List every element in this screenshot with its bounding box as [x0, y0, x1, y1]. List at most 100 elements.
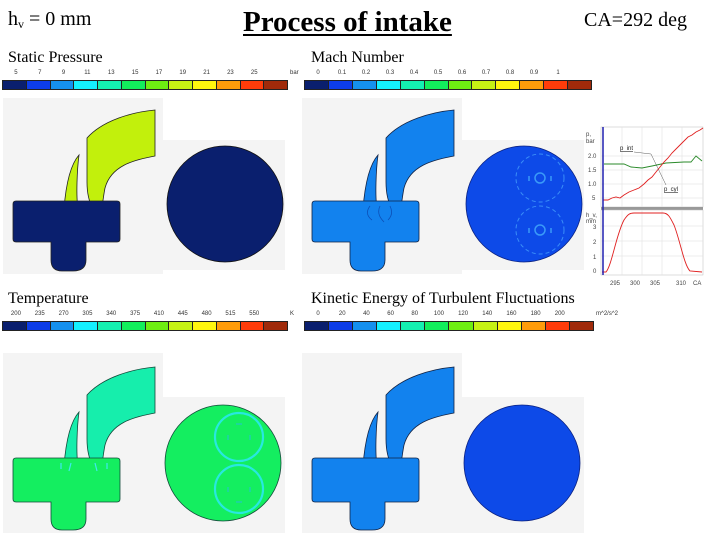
lift-axis-label: h_v,	[586, 213, 597, 219]
colorbar-tick-label: 13	[107, 70, 115, 76]
colorbar-swatch	[425, 322, 450, 330]
colorbar-tick-label: 21	[203, 70, 210, 76]
ca-tick: CA	[693, 281, 701, 287]
colorbar-tick-label: 25	[250, 70, 258, 76]
pressure-axis-unit: bar	[586, 139, 595, 145]
cylinder-view-static-pressure	[163, 140, 285, 270]
colorbar-tick-label: 515	[225, 311, 236, 317]
p-cyl-line	[603, 127, 704, 201]
colorbar-swatch	[352, 81, 377, 89]
colorbar-tick-label: 0.2	[361, 70, 371, 76]
ca-tick: 305	[650, 281, 661, 287]
colorbar-swatch	[145, 322, 170, 330]
colorbar-swatch	[216, 322, 241, 330]
colorbar-tick-label: 15	[131, 70, 139, 76]
colorbar-swatch	[98, 81, 122, 89]
ca-tick: 295	[610, 281, 621, 287]
colorbar-tick-label: 410	[153, 311, 164, 317]
pressure-tick: 2.0	[588, 154, 597, 160]
colorbar-swatch	[3, 81, 27, 89]
cylinder-section-mach-number	[465, 145, 583, 263]
colorbar-swatch	[145, 81, 170, 89]
cylinder-section-static-pressure	[166, 145, 284, 263]
colorbar-swatch	[240, 81, 265, 89]
lift-tick: 0	[593, 269, 597, 275]
section-view-turbulent-ke	[302, 353, 462, 533]
panel-label-static-pressure: Static Pressure	[8, 49, 103, 66]
colorbar-tick-label: 375	[130, 311, 141, 317]
colorbar-tick-label: 550	[249, 311, 260, 317]
crank-angle-label: CA=292 deg	[584, 9, 687, 31]
colorbar-tick-label: 0.1	[337, 70, 347, 76]
colorbar-tick-label: 120	[458, 311, 469, 317]
ca-tick: 310	[676, 281, 687, 287]
colorbar-swatch	[353, 322, 378, 330]
colorbar-tick-label: 0.8	[505, 70, 515, 76]
colorbar-tick-label: 305	[82, 311, 93, 317]
colorbar-tick-label: 0.5	[433, 70, 443, 76]
cylinder-section-turbulent-ke	[463, 404, 581, 522]
colorbar-gradient	[2, 80, 288, 90]
colorbar-swatch	[50, 322, 75, 330]
panel-label-mach-number: Mach Number	[311, 49, 404, 66]
colorbar-swatch	[473, 322, 498, 330]
colorbar-swatch	[3, 322, 27, 330]
colorbar-swatch	[121, 322, 146, 330]
colorbar-tick-label: 23	[227, 70, 234, 76]
colorbar-tick-label: 5	[14, 70, 18, 76]
colorbar-tick-label: 40	[363, 311, 370, 317]
valve-lift-label: hv = 0 mm	[8, 8, 91, 32]
colorbar-tick-label: 445	[177, 311, 188, 317]
colorbar-tick-label: 20	[338, 311, 346, 317]
colorbar-swatch	[26, 322, 51, 330]
panel-label-turbulent-ke: Kinetic Energy of Turbulent Fluctuations	[311, 290, 575, 307]
colorbar-swatch	[329, 322, 354, 330]
valve-lift-symbol: h	[8, 8, 18, 30]
colorbar-swatch	[121, 81, 146, 89]
cylinder-section-temperature	[164, 404, 282, 522]
colorbar-swatch	[545, 322, 570, 330]
port-geometry-mach-number	[311, 109, 455, 272]
cylinder-view-temperature	[163, 397, 285, 533]
colorbar-tick-label: 0.7	[481, 70, 491, 76]
colorbar-swatch	[400, 81, 425, 89]
colorbar-tick-label: 235	[34, 311, 45, 317]
colorbar-tick-label: 200	[554, 311, 565, 317]
port-geometry-static-pressure	[12, 109, 156, 272]
p-int-legend: p_int	[620, 146, 633, 152]
colorbar-unit: m^2/s^2	[596, 311, 618, 317]
colorbar-swatch	[520, 81, 545, 89]
colorbar-swatch	[569, 322, 593, 330]
colorbar-swatch	[449, 322, 474, 330]
colorbar-swatch	[568, 81, 592, 89]
colorbar-swatch	[377, 322, 402, 330]
valve-lift-line	[602, 212, 703, 273]
colorbar-swatch	[448, 81, 473, 89]
cylinder-view-mach-number	[462, 140, 584, 270]
lift-tick: 2	[593, 240, 597, 246]
colorbar-swatch	[169, 322, 193, 330]
colorbar-tick-label: 60	[387, 311, 394, 317]
colorbar-swatch	[50, 81, 75, 89]
colorbar-swatch	[328, 81, 353, 89]
colorbar-swatch	[264, 81, 287, 89]
colorbar-tick-label: 200	[10, 311, 21, 317]
colorbar-swatch	[216, 81, 241, 89]
lift-axis-unit: mm	[586, 219, 596, 225]
panel-label-temperature: Temperature	[8, 290, 89, 307]
colorbar-swatch	[472, 81, 497, 89]
colorbar-swatch	[376, 81, 401, 89]
valve-lift-subscript: v	[18, 17, 24, 31]
colorbar-swatch	[169, 81, 193, 89]
lift-tick: 1	[593, 255, 597, 261]
colorbar-tick-label: 0	[316, 70, 320, 76]
colorbar-swatch	[424, 81, 449, 89]
pressure-tick: 1.0	[588, 182, 597, 188]
colorbar-tick-label: 0.3	[385, 70, 395, 76]
colorbar-unit: bar	[290, 70, 299, 76]
colorbar-swatch	[401, 322, 426, 330]
colorbar-tick-label: 140	[482, 311, 493, 317]
